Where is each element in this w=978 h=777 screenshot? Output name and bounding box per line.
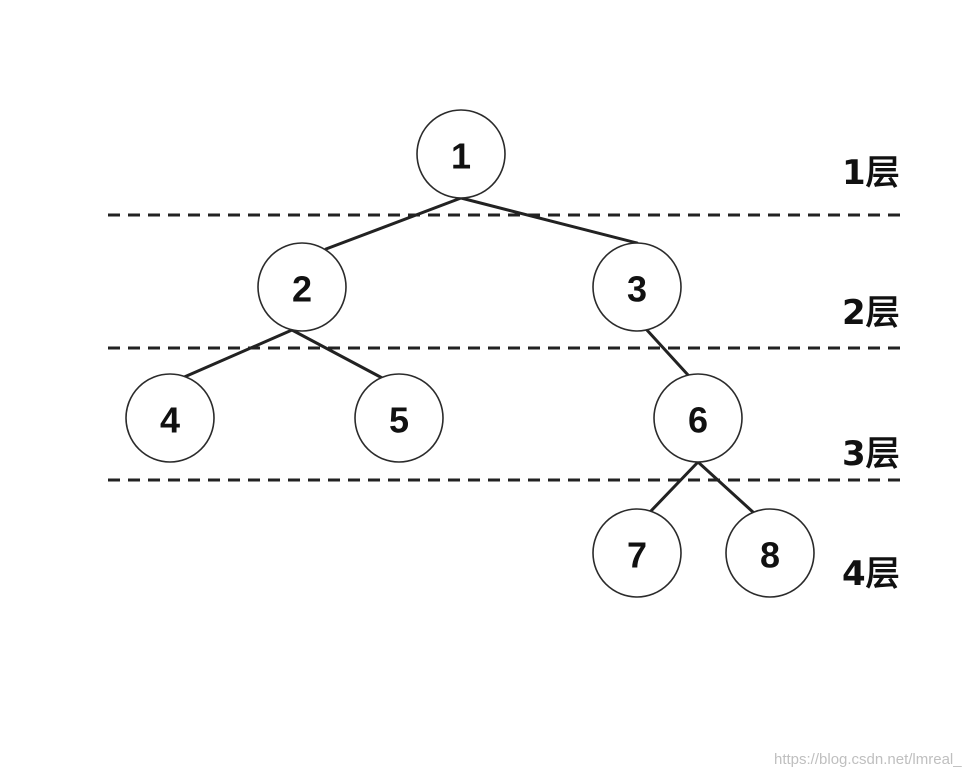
node-label-3: 3: [627, 269, 647, 310]
node-label-4: 4: [160, 400, 180, 441]
edge-6-8: [696, 460, 756, 515]
level-label-1: 1层: [842, 153, 900, 193]
node-circle-6: [653, 373, 743, 463]
tree-node-2: 2: [257, 242, 347, 332]
tree-node-8: 8: [725, 508, 815, 598]
node-label-8: 8: [760, 535, 780, 576]
edge-1-3: [459, 196, 639, 245]
node-circle-2: [257, 242, 347, 332]
node-circle-1: [416, 109, 506, 199]
level-labels: 1层 2层 3层 4层: [842, 153, 900, 594]
tree-node-3: 3: [592, 242, 682, 332]
node-circle-5: [354, 373, 444, 463]
node-circle-3: [592, 242, 682, 332]
level-label-2: 2层: [842, 293, 900, 333]
tree-edges: [180, 196, 756, 515]
tree-node-1: 1: [416, 109, 506, 199]
node-label-1: 1: [451, 136, 471, 177]
node-circle-7: [592, 508, 682, 598]
node-label-6: 6: [688, 400, 708, 441]
edge-2-5: [290, 328, 388, 382]
node-circle-8: [725, 508, 815, 598]
node-circle-4: [125, 373, 215, 463]
edge-1-2: [324, 196, 463, 251]
tree-node-7: 7: [592, 508, 682, 598]
tree-node-5: 5: [354, 373, 444, 463]
node-label-2: 2: [292, 269, 312, 310]
edge-3-6: [644, 327, 690, 377]
node-label-5: 5: [389, 400, 409, 441]
tree-node-6: 6: [653, 373, 743, 463]
level-dividers: [108, 213, 908, 482]
node-label-7: 7: [627, 535, 647, 576]
edge-2-4: [180, 328, 294, 380]
tree-nodes: 1 2 3 4 5 6 7 8: [125, 109, 815, 598]
edge-6-7: [648, 460, 700, 514]
level-label-3: 3层: [842, 434, 900, 474]
tree-node-4: 4: [125, 373, 215, 463]
watermark: https://blog.csdn.net/lmreal_: [774, 751, 962, 768]
level-label-4: 4层: [842, 554, 900, 594]
